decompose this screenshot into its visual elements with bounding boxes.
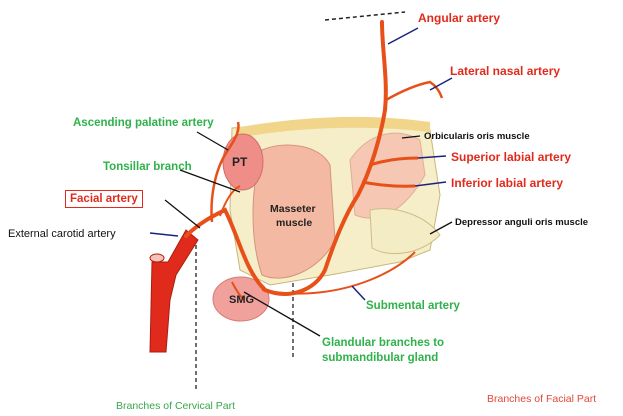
label-angular-artery: Angular artery: [418, 11, 500, 25]
label-external-carotid-artery: External carotid artery: [8, 227, 116, 241]
lateral-nasal-path: [386, 82, 442, 100]
label-glandular-branches-line1: Glandular branches to: [322, 336, 444, 350]
label-submental-artery: Submental artery: [366, 299, 460, 313]
label-depressor-anguli-oris-muscle: Depressor anguli oris muscle: [455, 216, 588, 230]
label-branches-facial: Branches of Facial Part: [487, 392, 596, 406]
label-orbicularis-oris-muscle: Orbicularis oris muscle: [424, 130, 530, 144]
pointer-external-carotid: [150, 233, 178, 236]
external-carotid-shape: [150, 230, 198, 352]
pointer-submental: [352, 286, 365, 300]
label-glandular-branches-line2: submandibular gland: [322, 351, 438, 365]
label-facial-artery: Facial artery: [65, 190, 143, 208]
carotid-cut-end: [150, 254, 164, 262]
label-branches-cervical: Branches of Cervical Part: [116, 399, 235, 413]
label-pt: PT: [232, 155, 247, 169]
pointer-angular: [388, 28, 418, 44]
label-tonsillar-branch: Tonsillar branch: [103, 160, 192, 174]
label-inferior-labial-artery: Inferior labial artery: [451, 176, 563, 190]
label-masseter-line2: muscle: [276, 217, 312, 229]
label-smg: SMG: [229, 294, 254, 306]
label-lateral-nasal-artery: Lateral nasal artery: [450, 64, 560, 78]
label-masseter-line1: Masseter: [270, 203, 316, 215]
pointer-ascending-palatine: [197, 132, 228, 150]
label-ascending-palatine-artery: Ascending palatine artery: [73, 116, 214, 130]
angular-dashed-line: [325, 12, 405, 20]
label-superior-labial-artery: Superior labial artery: [451, 150, 571, 164]
pointer-facial: [165, 200, 200, 228]
